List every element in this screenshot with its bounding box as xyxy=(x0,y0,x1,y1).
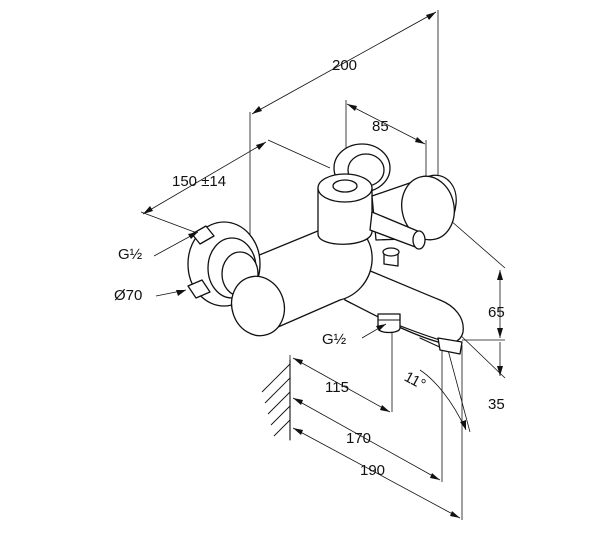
label-outlet-thread: G½ xyxy=(322,331,347,348)
dimension-labels: 200 85 150 ±14 G½ Ø70 G½ 65 35 115 170 1… xyxy=(114,57,505,479)
dim-height-bottom: 35 xyxy=(488,396,505,413)
dim-height-top: 65 xyxy=(488,304,505,321)
wall-hatching xyxy=(261,359,291,441)
outlet-connector xyxy=(377,313,401,334)
dim-spout-angle: 11° xyxy=(401,368,428,393)
dim-overall-width: 200 xyxy=(332,57,357,74)
label-inlet-thread: G½ xyxy=(118,246,143,263)
dimension-lines xyxy=(142,11,503,519)
handle-stem xyxy=(317,187,373,245)
aerator xyxy=(437,337,463,355)
dim-spout-length-1: 115 xyxy=(325,379,349,396)
end-cap xyxy=(230,275,286,337)
mixer-body xyxy=(187,143,464,355)
dim-handle-offset: 85 xyxy=(372,118,389,135)
label-rosette-diameter: Ø70 xyxy=(114,287,142,304)
dim-spout-length-2: 170 xyxy=(346,430,371,447)
extension-lines xyxy=(140,10,506,520)
dim-spout-length-3: 190 xyxy=(360,462,385,479)
dim-center-distance: 150 ±14 xyxy=(172,173,226,190)
